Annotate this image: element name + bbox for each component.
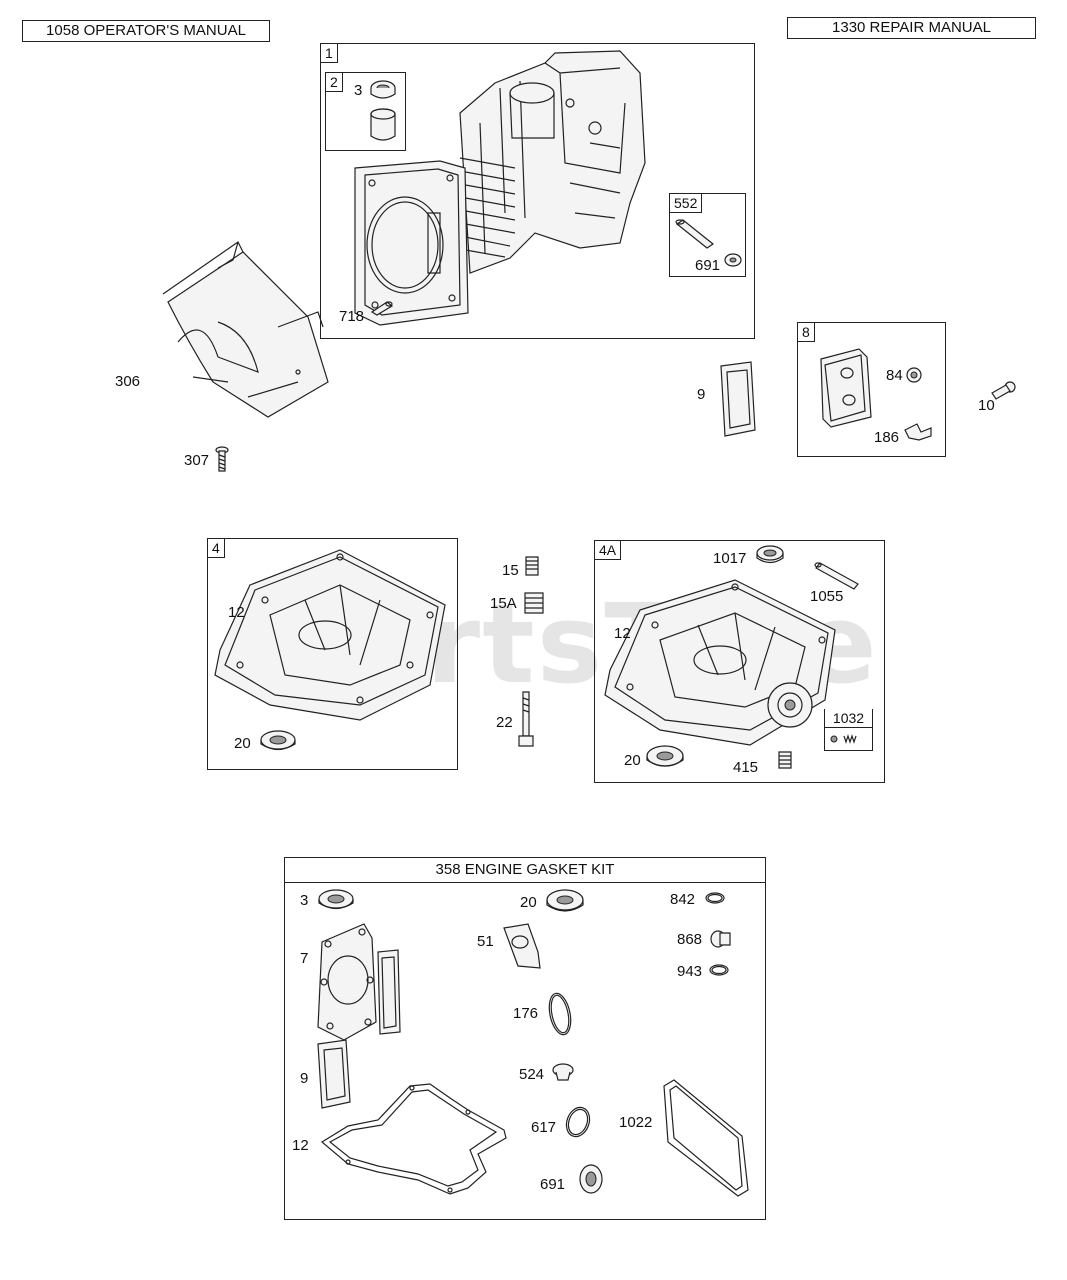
kit-label-943: 943 xyxy=(677,963,703,980)
repair-manual-label: 1330 REPAIR MANUAL xyxy=(832,19,991,36)
kit-label-842: 842 xyxy=(670,891,696,908)
part-label-415: 415 xyxy=(733,759,759,776)
kit-label-12: 12 xyxy=(292,1137,309,1154)
group-bearing: 2 xyxy=(325,72,406,151)
kit-seal-20-icon xyxy=(545,888,585,918)
kit-head-gasket-icon xyxy=(314,922,404,1042)
part-label-10: 10 xyxy=(978,397,995,414)
group-tag-2: 2 xyxy=(325,72,343,92)
part-label-307: 307 xyxy=(184,452,210,469)
part-label-84: 84 xyxy=(886,367,903,384)
tube-1055-icon xyxy=(814,562,860,590)
elbow-fitting-icon xyxy=(903,420,933,444)
group-oil-fill-tube: 552 xyxy=(669,193,746,277)
bearing-seal-icon xyxy=(365,78,401,144)
repair-manual-box: 1330 REPAIR MANUAL xyxy=(787,17,1036,39)
group-valve-kit: 1032 xyxy=(824,709,873,751)
bolt-22-icon xyxy=(516,690,536,750)
kit-label-3: 3 xyxy=(300,892,309,909)
kit-seal-3-icon xyxy=(316,887,356,915)
part-label-186: 186 xyxy=(874,429,900,446)
kit-label-20: 20 xyxy=(520,894,537,911)
gasket-kit-title: 358 ENGINE GASKET KIT xyxy=(285,858,765,883)
operators-manual-label: 1058 OPERATOR'S MANUAL xyxy=(46,22,246,39)
plug-15a-icon xyxy=(523,590,545,616)
kit-plug-868-icon xyxy=(708,928,732,950)
grommet-84-icon xyxy=(905,366,923,384)
kit-label-51: 51 xyxy=(477,933,494,950)
kit-seal-691-icon xyxy=(576,1162,606,1196)
cylinder-shield-drawing xyxy=(158,232,333,424)
part-label-3: 3 xyxy=(354,82,363,99)
screw-10-icon xyxy=(988,379,1016,401)
breather-gasket-icon xyxy=(717,360,759,440)
oil-seal-20b-icon xyxy=(645,744,685,772)
sump-alt-drawing xyxy=(600,575,840,755)
drain-plug-415-icon xyxy=(775,750,795,772)
kit-oring-617-icon xyxy=(563,1104,593,1140)
group-tag-1032: 1032 xyxy=(825,709,872,728)
kit-label-176: 176 xyxy=(513,1005,539,1022)
kit-label-691: 691 xyxy=(540,1176,566,1193)
group-tag-4a: 4A xyxy=(594,540,622,560)
sump-drawing xyxy=(210,545,450,725)
part-label-22: 22 xyxy=(496,714,513,731)
kit-sump-gasket-icon xyxy=(318,1080,512,1198)
operators-manual-box: 1058 OPERATOR'S MANUAL xyxy=(22,20,270,42)
part-label-15: 15 xyxy=(502,562,519,579)
kit-label-1022: 1022 xyxy=(619,1114,653,1131)
oil-seal-20-icon xyxy=(259,729,297,755)
cylinder-block-drawing xyxy=(320,43,753,337)
kit-label-9: 9 xyxy=(300,1070,309,1087)
kit-label-868: 868 xyxy=(677,931,703,948)
kit-cover-gasket-icon xyxy=(660,1078,752,1200)
part-label-15a: 15A xyxy=(490,595,517,612)
kit-label-524: 524 xyxy=(519,1066,545,1083)
plug-15-icon xyxy=(523,555,541,579)
kit-seal-524-icon xyxy=(550,1062,576,1084)
kit-oring-943-icon xyxy=(708,963,730,977)
part-label-12-sump: 12 xyxy=(228,604,245,621)
kit-label-7: 7 xyxy=(300,950,309,967)
part-label-20-sump: 20 xyxy=(234,735,251,752)
part-label-12-sump-alt: 12 xyxy=(614,625,631,642)
group-breather: 8 xyxy=(797,322,946,457)
part-label-306: 306 xyxy=(115,373,141,390)
group-tag-8: 8 xyxy=(797,322,815,342)
part-label-9: 9 xyxy=(697,386,706,403)
kit-gasket-9-icon xyxy=(314,1038,356,1110)
kit-label-617: 617 xyxy=(531,1119,557,1136)
gasket-kit-panel: 358 ENGINE GASKET KIT xyxy=(284,857,766,1220)
group-cylinder-block: 1 xyxy=(320,43,755,339)
part-label-691: 691 xyxy=(695,257,721,274)
group-sump: 4 xyxy=(207,538,458,770)
kit-oring-842-icon xyxy=(704,891,726,905)
group-sump-alt: 4A xyxy=(594,540,885,783)
kit-gasket-51-icon xyxy=(498,922,544,972)
fill-tube-icon xyxy=(675,220,715,250)
group-tag-552: 552 xyxy=(669,193,703,213)
dipstick-cap-icon xyxy=(755,543,785,567)
screw-307-icon xyxy=(214,445,230,475)
group-tag-1: 1 xyxy=(320,43,338,63)
dowel-pin-icon xyxy=(369,300,395,316)
part-label-1055: 1055 xyxy=(810,588,844,605)
part-label-1017: 1017 xyxy=(713,550,747,567)
kit-oring-176-icon xyxy=(545,990,575,1038)
part-label-718: 718 xyxy=(339,308,365,325)
relief-valve-icon xyxy=(828,732,864,746)
washer-691-icon xyxy=(724,252,742,268)
group-tag-4: 4 xyxy=(207,538,225,558)
breather-cover-icon xyxy=(815,345,875,430)
part-label-20-sump-alt: 20 xyxy=(624,752,641,769)
